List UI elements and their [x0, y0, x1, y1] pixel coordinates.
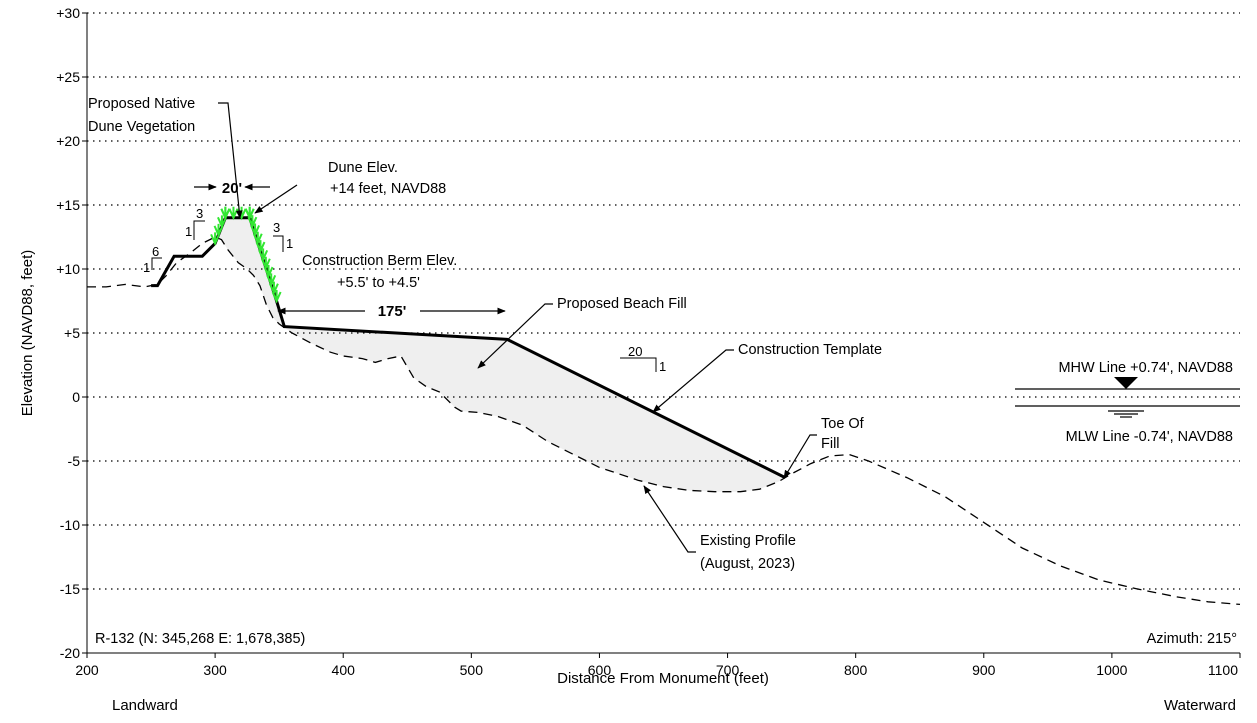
- dune-elev-label-2: +14 feet, NAVD88: [330, 181, 446, 197]
- existing-profile-label-2: (August, 2023): [700, 556, 795, 572]
- y-tick-label: +5: [64, 325, 80, 341]
- svg-text:1: 1: [286, 236, 293, 251]
- svg-text:3: 3: [273, 220, 280, 235]
- x-tick-label: 200: [75, 662, 99, 678]
- x-tick-label: 1000: [1096, 662, 1127, 678]
- dune-elev-label-1: Dune Elev.: [328, 160, 398, 176]
- native-vegetation-label-1: Proposed Native: [88, 96, 195, 112]
- svg-text:1: 1: [659, 359, 666, 374]
- vegetation-tuft: [210, 232, 221, 246]
- vegetation-tuft: [228, 206, 239, 221]
- x-tick-label: 300: [203, 662, 227, 678]
- dune-elev-leader: [254, 184, 298, 214]
- x-tick-label: 600: [588, 662, 612, 678]
- slope-ratio-20-1: 20 1: [620, 344, 666, 374]
- dune-vegetation-icon: [210, 206, 282, 304]
- landward-label: Landward: [112, 697, 178, 714]
- y-tick-label: +30: [56, 5, 80, 21]
- toe-of-fill-leader: [783, 434, 817, 479]
- y-tick-label: 0: [72, 389, 80, 405]
- svg-text:1: 1: [143, 260, 150, 275]
- grid-lines: [87, 12, 1240, 590]
- slope-ratio-3-1-right: 3 1: [273, 220, 293, 252]
- slope-ratio-6-1: 6 1: [143, 244, 162, 275]
- x-axis-title: Distance From Monument (feet): [557, 670, 769, 687]
- vegetation-tuft: [213, 223, 224, 238]
- y-tick-label: -10: [60, 517, 80, 533]
- existing-profile-leader: [643, 485, 696, 553]
- berm-width-label: 175': [378, 303, 407, 320]
- y-tick-label: +25: [56, 69, 80, 85]
- vegetation-tuft: [271, 290, 282, 304]
- svg-text:6: 6: [152, 244, 159, 259]
- toe-of-fill-label-1: Toe Of: [821, 416, 865, 432]
- existing-profile-line: [87, 236, 1241, 606]
- mhw-marker-icon: [1114, 377, 1138, 389]
- toe-of-fill-label-2: Fill: [821, 436, 840, 452]
- x-tick-labels: 200 300 400 500 600 700 800 900 1000 1100: [75, 653, 1241, 678]
- dune-width-label: 20': [222, 180, 242, 197]
- beach-fill-area: [215, 217, 786, 492]
- mlw-label: MLW Line -0.74', NAVD88: [1066, 429, 1233, 445]
- berm-elev-label-2: +5.5' to +4.5': [337, 275, 420, 291]
- existing-profile-label-1: Existing Profile: [700, 533, 796, 549]
- station-label: R-132 (N: 345,268 E: 1,678,385): [95, 631, 305, 647]
- y-tick-label: -20: [60, 645, 80, 661]
- y-tick-label: +10: [56, 261, 80, 277]
- y-tick-label: -5: [68, 453, 81, 469]
- construction-template-leader: [652, 349, 734, 413]
- native-vegetation-leader: [218, 102, 243, 219]
- y-tick-label: +15: [56, 197, 80, 213]
- x-tick-label: 1100: [1208, 662, 1238, 678]
- mlw-marker-icon: [1108, 410, 1144, 418]
- x-tick-label: 500: [460, 662, 484, 678]
- y-axis-title: Elevation (NAVD88, feet): [19, 250, 36, 416]
- native-vegetation-label-2: Dune Vegetation: [88, 119, 195, 135]
- y-tick-label: -15: [60, 581, 80, 597]
- x-tick-label: 900: [972, 662, 996, 678]
- y-tick-labels: +30 +25 +20 +15 +10 +5 0 -5 -10 -15 -20: [56, 5, 87, 661]
- x-tick-label: 400: [332, 662, 356, 678]
- beach-fill-label: Proposed Beach Fill: [557, 296, 687, 312]
- berm-elev-label-1: Construction Berm Elev.: [302, 253, 457, 269]
- svg-text:3: 3: [196, 206, 203, 221]
- x-tick-label: 800: [844, 662, 868, 678]
- slope-ratio-3-1-left: 3 1: [185, 206, 205, 240]
- svg-text:1: 1: [185, 224, 192, 239]
- construction-template-label: Construction Template: [738, 342, 882, 358]
- waterward-label: Waterward: [1164, 697, 1236, 714]
- vegetation-tuft: [220, 206, 231, 221]
- azimuth-label: Azimuth: 215°: [1147, 631, 1237, 647]
- svg-text:20: 20: [628, 344, 642, 359]
- beach-fill-leader: [477, 303, 553, 369]
- vegetation-tuft: [217, 215, 227, 229]
- x-tick-label: 700: [716, 662, 740, 678]
- y-tick-label: +20: [56, 133, 80, 149]
- mhw-label: MHW Line +0.74', NAVD88: [1058, 360, 1233, 376]
